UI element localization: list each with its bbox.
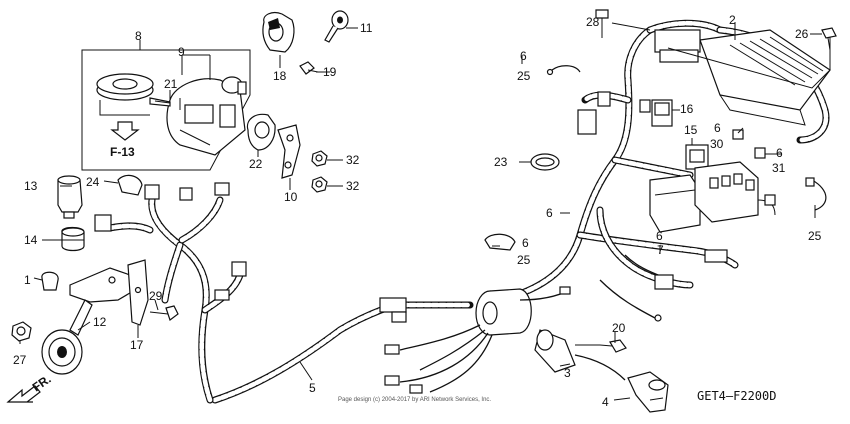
leader-lines (19, 22, 822, 401)
part-1-clip (41, 267, 136, 303)
part-14-cover (61, 226, 85, 252)
part-18-cover (262, 11, 295, 53)
part-17-bracket (127, 259, 149, 326)
part-24-clamp (117, 174, 143, 196)
part-29-bolt (149, 305, 179, 321)
callout-29: 29 (149, 289, 163, 303)
callout-11: 11 (360, 21, 373, 35)
part-25-clip-center (484, 233, 516, 251)
callout-28: 28 (586, 15, 600, 29)
callout-9: 9 (178, 45, 185, 59)
part-22-holder (246, 113, 276, 151)
part-25-clip-top (546, 65, 581, 76)
callout-8: 8 (135, 29, 142, 43)
part-11-key (324, 10, 349, 43)
part-13-knob (57, 175, 83, 219)
connectors-right (654, 194, 776, 322)
part-15-relay (685, 144, 709, 170)
diagram-code: GET4–F2200D (697, 389, 776, 403)
callout-30: 30 (710, 137, 724, 151)
part-25-clip-right (805, 177, 827, 211)
callout-20: 20 (612, 321, 626, 335)
callout-25-c: 25 (808, 229, 822, 243)
part-23-clamp (530, 153, 560, 171)
callout-6-e: 6 (714, 121, 721, 135)
part-12-horn (41, 299, 93, 375)
part-30-fuse (732, 129, 744, 140)
wire-harness-5 (106, 196, 399, 404)
callout-3: 3 (564, 366, 571, 380)
callout-32-b: 32 (346, 179, 360, 193)
part-31-fuse (754, 147, 766, 159)
lead-wires (384, 254, 671, 394)
callout-17: 17 (130, 338, 144, 352)
callout-32-a: 32 (346, 153, 360, 167)
callout-18: 18 (273, 69, 287, 83)
callout-5: 5 (309, 381, 316, 395)
callout-6-b: 6 (546, 206, 553, 220)
callout-12: 12 (93, 315, 107, 329)
wire-harness-6 (496, 19, 830, 304)
part-28-bolt (595, 9, 609, 38)
callout-22: 22 (249, 157, 263, 171)
callout-26: 26 (795, 27, 809, 41)
callout-13: 13 (24, 179, 38, 193)
callout-6-c: 6 (522, 236, 529, 250)
part-21-screw (154, 100, 171, 104)
part-16-relay (651, 99, 673, 127)
callout-16: 16 (680, 102, 694, 116)
fuse-box (649, 161, 776, 233)
callout-6-f: 6 (776, 146, 783, 160)
callout-25-b: 25 (517, 253, 531, 267)
part-27-nut (11, 321, 32, 342)
part-26-bolt (821, 27, 837, 51)
callout-23: 23 (494, 155, 508, 169)
callout-1: 1 (24, 273, 31, 287)
front-direction-arrow (6, 385, 41, 403)
callout-21: 21 (164, 77, 178, 91)
noise-filter (391, 288, 532, 336)
callout-31: 31 (772, 161, 786, 175)
callout-14: 14 (24, 233, 38, 247)
reference-f13: F-13 (110, 145, 135, 159)
callout-27: 27 (13, 353, 27, 367)
callout-2: 2 (729, 13, 736, 27)
callout-7: 7 (657, 243, 664, 257)
callout-24: 24 (86, 175, 100, 189)
callout-25-a: 25 (517, 69, 531, 83)
part-3-ignition-coil (534, 329, 626, 381)
callout-numbers: 1 2 3 4 5 6 6 6 6 6 6 7 8 9 10 11 12 13 … (13, 13, 822, 409)
connectors-left (94, 182, 407, 323)
callout-10: 10 (284, 190, 298, 204)
part-20-bolt (599, 339, 627, 353)
copyright-text: Page design (c) 2004-2017 by ARI Network… (338, 397, 491, 403)
callout-4: 4 (602, 395, 609, 409)
callout-6-d: 6 (656, 229, 663, 243)
part-19-bolt (299, 61, 319, 75)
part-10-bracket (277, 124, 301, 179)
ignition-switch-body (149, 76, 247, 156)
callout-15: 15 (684, 123, 698, 137)
part-32-nuts (311, 150, 328, 193)
part-4-plug-cap (627, 371, 669, 413)
ignition-switch-assembly (81, 40, 251, 171)
callout-19: 19 (323, 65, 337, 79)
regulator-frame (667, 36, 831, 89)
connector-cluster-right (577, 91, 651, 135)
callout-6-a: 6 (520, 49, 527, 63)
